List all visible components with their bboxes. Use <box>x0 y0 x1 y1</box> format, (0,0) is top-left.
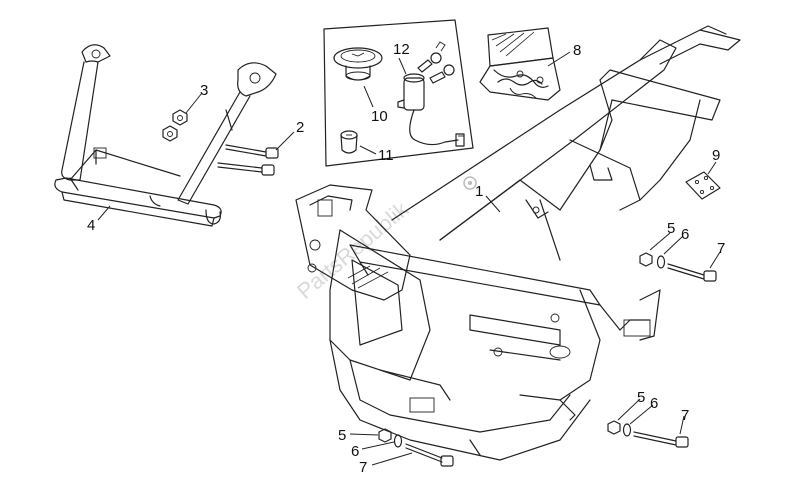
callout-8: 8 <box>573 42 581 59</box>
bolt-2-lower <box>217 162 275 176</box>
callout-7-lower: 7 <box>681 407 689 424</box>
fastener-set-lower-right <box>607 420 689 448</box>
callout-10: 10 <box>371 108 388 125</box>
callouts: 1 2 3 4 5 6 7 5 6 7 5 6 7 8 9 10 11 12 <box>87 41 725 476</box>
callout-5-upper: 5 <box>667 220 675 237</box>
fastener-set-upper-right <box>639 252 717 282</box>
electrical-component-drawing <box>479 27 561 101</box>
callout-9: 9 <box>712 147 720 164</box>
leader-lines <box>97 51 721 466</box>
rear-bracket-drawing <box>54 44 277 227</box>
callout-6-lower: 6 <box>650 395 658 412</box>
bolt-2-upper <box>225 144 279 159</box>
callout-3: 3 <box>200 82 208 99</box>
callout-12: 12 <box>393 41 410 58</box>
callout-11: 11 <box>378 147 394 164</box>
callout-1: 1 <box>475 183 483 200</box>
nut-3-lower <box>162 125 178 142</box>
nut-3-upper <box>172 109 188 126</box>
fastener-set-bottom-center <box>378 428 454 467</box>
main-frame-drawing <box>295 25 741 461</box>
plate-drawing <box>685 171 721 200</box>
watermark-gear-icon <box>463 176 477 190</box>
callout-5-bottom: 5 <box>338 427 346 444</box>
callout-6-bottom: 6 <box>351 443 359 460</box>
inset-box <box>323 19 474 167</box>
ignition-switch-drawing <box>397 41 465 147</box>
fuel-cap-drawing <box>333 47 383 81</box>
callout-2: 2 <box>296 119 304 136</box>
callout-5-lower: 5 <box>637 389 645 406</box>
callout-6-upper: 6 <box>681 226 689 243</box>
callout-7-bottom: 7 <box>359 459 367 476</box>
lock-cylinder-drawing <box>340 130 358 154</box>
callout-4: 4 <box>87 217 95 234</box>
callout-7-upper: 7 <box>717 240 725 257</box>
